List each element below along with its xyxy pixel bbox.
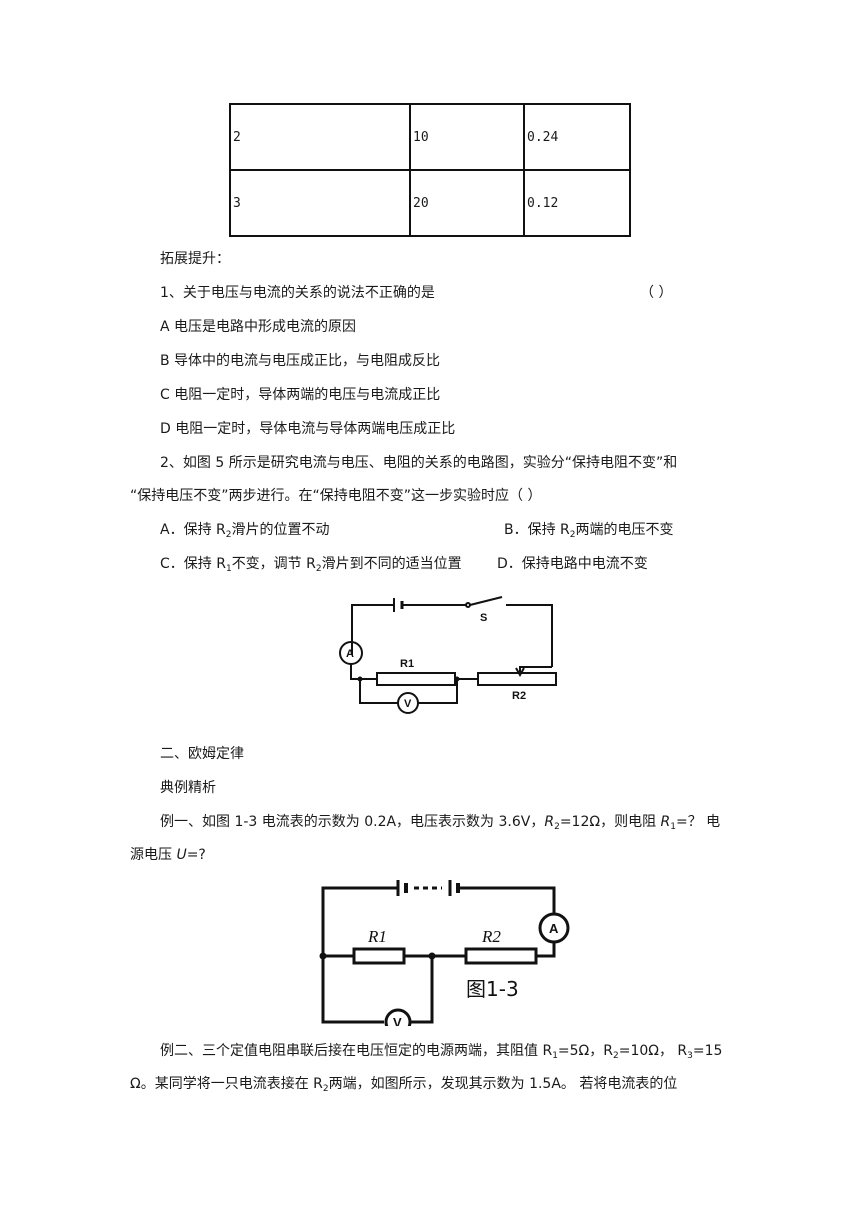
var-r: R bbox=[544, 814, 555, 830]
table-cell: 0.24 bbox=[523, 103, 631, 171]
voltmeter-label: V bbox=[404, 698, 412, 710]
subscript: 2 bbox=[315, 564, 322, 574]
junction-dot bbox=[319, 952, 327, 960]
subscript: 1 bbox=[552, 1051, 558, 1061]
example2-line2: Ω。某同学将一只电流表接在 R2两端，如图所示，发现其示数为 1.5A。 若将电… bbox=[130, 1075, 677, 1098]
section2-subheading: 典例精析 bbox=[160, 780, 216, 796]
junction-dot bbox=[428, 952, 436, 960]
wire bbox=[321, 886, 398, 956]
r2-label: R2 bbox=[481, 927, 501, 946]
q1-answer-paren: （ ） bbox=[640, 285, 673, 301]
example1-text: 源电压 bbox=[130, 847, 177, 863]
table-cell: 20 bbox=[409, 169, 525, 237]
var-u: U bbox=[176, 847, 187, 863]
q1-option-a: A 电压是电路中形成电流的原因 bbox=[160, 319, 357, 335]
switch-label: S bbox=[480, 612, 487, 624]
resistor-r2-icon bbox=[477, 672, 557, 686]
circuit-figure-1-3: R1 R2 A V 图1-3 bbox=[319, 880, 570, 1026]
section2-heading: 二、欧姆定律 bbox=[160, 746, 244, 762]
example2-text: =5Ω，R bbox=[557, 1043, 613, 1059]
example1-text: 例一、如图 1-3 电流表的示数为 0.2A，电压表示数为 3.6V， bbox=[160, 814, 545, 830]
example2-text: 例二、三个定值电阻串联后接在电压恒定的电源两端，其阻值 R bbox=[160, 1043, 553, 1059]
r1-label: R1 bbox=[367, 927, 387, 946]
subscript: 1 bbox=[670, 822, 676, 832]
subscript: 2 bbox=[569, 530, 576, 540]
q1-stem: 1、关于电压与电流的关系的说法不正确的是 bbox=[160, 285, 435, 301]
q1-option-b: B 导体中的电流与电压成正比，与电阻成反比 bbox=[160, 353, 441, 369]
q2-option-b-pre: B．保持 R bbox=[504, 522, 570, 538]
r1-label: R1 bbox=[400, 658, 414, 670]
table-cell: 3 bbox=[229, 169, 411, 237]
ammeter-label: A bbox=[549, 921, 559, 936]
circuit-figure-5: S A R1 R2 V bbox=[339, 596, 557, 714]
q2-option-c-mid: 不变，调节 R bbox=[231, 556, 316, 572]
switch-lever-icon bbox=[469, 596, 503, 606]
q2-stem-line1: 2、如图 5 所示是研究电流与电压、电阻的关系的电路图，实验分“保持电阻不变”和 bbox=[160, 455, 678, 471]
example2-line1: 例二、三个定值电阻串联后接在电压恒定的电源两端，其阻值 R1=5Ω，R2=10Ω… bbox=[160, 1042, 722, 1065]
table-cell: 10 bbox=[409, 103, 525, 171]
wire bbox=[536, 942, 556, 958]
subscript: 2 bbox=[225, 530, 232, 540]
table-row: 2 10 0.24 bbox=[229, 103, 631, 171]
figure-caption: 图1-3 bbox=[466, 977, 519, 1001]
data-table: 2 10 0.24 3 20 0.12 bbox=[229, 103, 631, 237]
q2-option-a: A．保持 R2滑片的位置不动 bbox=[160, 521, 330, 544]
example2-text: =15 bbox=[692, 1043, 723, 1059]
table-cell: 2 bbox=[229, 103, 411, 171]
q2-option-c-post: 滑片到不同的适当位置 bbox=[321, 556, 462, 572]
example2-text: 两端，如图所示，发现其示数为 1.5A。 若将电流表的位 bbox=[328, 1076, 678, 1092]
subscript: 1 bbox=[225, 564, 232, 574]
r2-label: R2 bbox=[512, 690, 526, 702]
wire bbox=[359, 679, 398, 704]
var-r: R bbox=[660, 814, 671, 830]
wire bbox=[350, 664, 377, 680]
q2-option-c: C．保持 R1不变，调节 R2滑片到不同的适当位置 bbox=[160, 555, 462, 578]
q2-option-a-post: 滑片的位置不动 bbox=[231, 522, 330, 538]
wire bbox=[321, 954, 384, 1024]
resistor-r1-icon bbox=[376, 672, 456, 686]
resistor-r1-icon bbox=[352, 947, 406, 965]
example1-text: =？ 电 bbox=[676, 814, 721, 830]
example2-text: =10Ω， R bbox=[618, 1043, 688, 1059]
resistor-r2-icon bbox=[464, 947, 538, 965]
q2-option-b: B．保持 R2两端的电压不变 bbox=[504, 521, 674, 544]
junction-dot bbox=[454, 676, 460, 682]
subscript: 2 bbox=[322, 1084, 329, 1094]
wire bbox=[410, 956, 434, 1024]
q2-option-c-pre: C．保持 R bbox=[160, 556, 226, 572]
subscript: 2 bbox=[554, 822, 560, 832]
wire bbox=[458, 886, 556, 914]
wire bbox=[418, 679, 458, 704]
q1-option-c: C 电阻一定时，导体两端的电压与电流成正比 bbox=[160, 387, 441, 403]
q2-stem-line2: “保持电压不变”两步进行。在“保持电阻不变”这一步实验时应（ ） bbox=[130, 488, 542, 504]
switch-contact bbox=[465, 602, 471, 608]
example1-line2: 源电压 U=? bbox=[130, 846, 206, 864]
slider-arrow-icon bbox=[515, 667, 525, 678]
wire bbox=[351, 604, 394, 655]
voltmeter-label: V bbox=[393, 1015, 402, 1026]
q2-option-a-pre: A．保持 R bbox=[160, 522, 226, 538]
table-cell: 0.12 bbox=[523, 169, 631, 237]
example1-text: =? bbox=[186, 847, 206, 863]
example2-text: Ω。某同学将一只电流表接在 R bbox=[130, 1076, 323, 1092]
section-extend-heading: 拓展提升： bbox=[160, 251, 230, 267]
ammeter-label: A bbox=[346, 648, 354, 660]
table-row: 3 20 0.12 bbox=[229, 169, 631, 237]
wire bbox=[506, 604, 553, 667]
q1-option-d: D 电阻一定时，导体电流与导体两端电压成正比 bbox=[160, 421, 456, 437]
junction-dot bbox=[357, 676, 363, 682]
wire bbox=[519, 666, 552, 673]
example1-line1: 例一、如图 1-3 电流表的示数为 0.2A，电压表示数为 3.6V，R2=12… bbox=[160, 813, 720, 836]
example1-text: =12Ω，则电阻 bbox=[559, 814, 661, 830]
subscript: 3 bbox=[687, 1051, 693, 1061]
subscript: 2 bbox=[613, 1051, 619, 1061]
q2-option-b-post: 两端的电压不变 bbox=[575, 522, 674, 538]
q2-option-d: D．保持电路中电流不变 bbox=[497, 556, 648, 572]
